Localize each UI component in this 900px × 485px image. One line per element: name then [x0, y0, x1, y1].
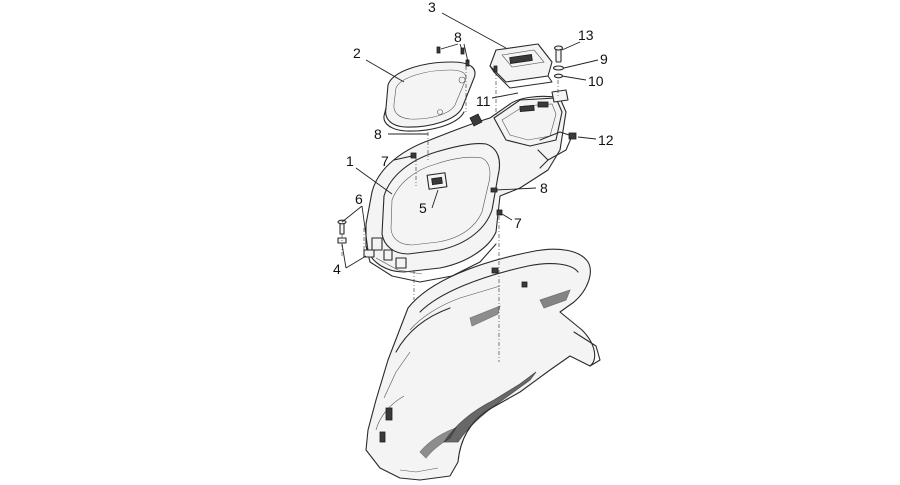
callout-8-left: 8 [374, 126, 382, 142]
callout-12: 12 [598, 132, 614, 148]
callout-1: 1 [346, 153, 354, 169]
part-13-screw [553, 45, 564, 63]
callout-7-lower: 7 [514, 215, 522, 231]
leader-lines [341, 12, 599, 269]
lower-body-panel [365, 248, 601, 481]
callout-7-upper: 7 [381, 153, 389, 169]
callout-4: 4 [333, 261, 341, 277]
part-12-clip [568, 132, 577, 140]
part-10-washer [553, 73, 564, 79]
callout-5: 5 [419, 200, 427, 216]
callout-8-right: 8 [540, 180, 548, 196]
assembly-axes [341, 66, 559, 362]
part-2-lid-cover [383, 61, 476, 132]
part-9-washer [552, 65, 565, 71]
callout-9: 9 [600, 51, 608, 67]
callout-6: 6 [355, 191, 363, 207]
part-11-bracket [551, 89, 569, 103]
callout-3: 3 [428, 0, 436, 15]
callout-10: 10 [588, 73, 604, 89]
part-7-clips [410, 152, 503, 216]
part-1-helmet-box [365, 95, 573, 283]
callout-13: 13 [578, 27, 594, 43]
callout-11: 11 [476, 93, 491, 109]
callout-2: 2 [353, 45, 361, 61]
callout-8-top: 8 [454, 29, 462, 45]
callouts: 3 2 8 13 9 10 11 12 8 7 1 8 5 6 7 4 [333, 0, 614, 277]
part-3-tray [489, 43, 553, 89]
part-6-screw [337, 219, 347, 235]
